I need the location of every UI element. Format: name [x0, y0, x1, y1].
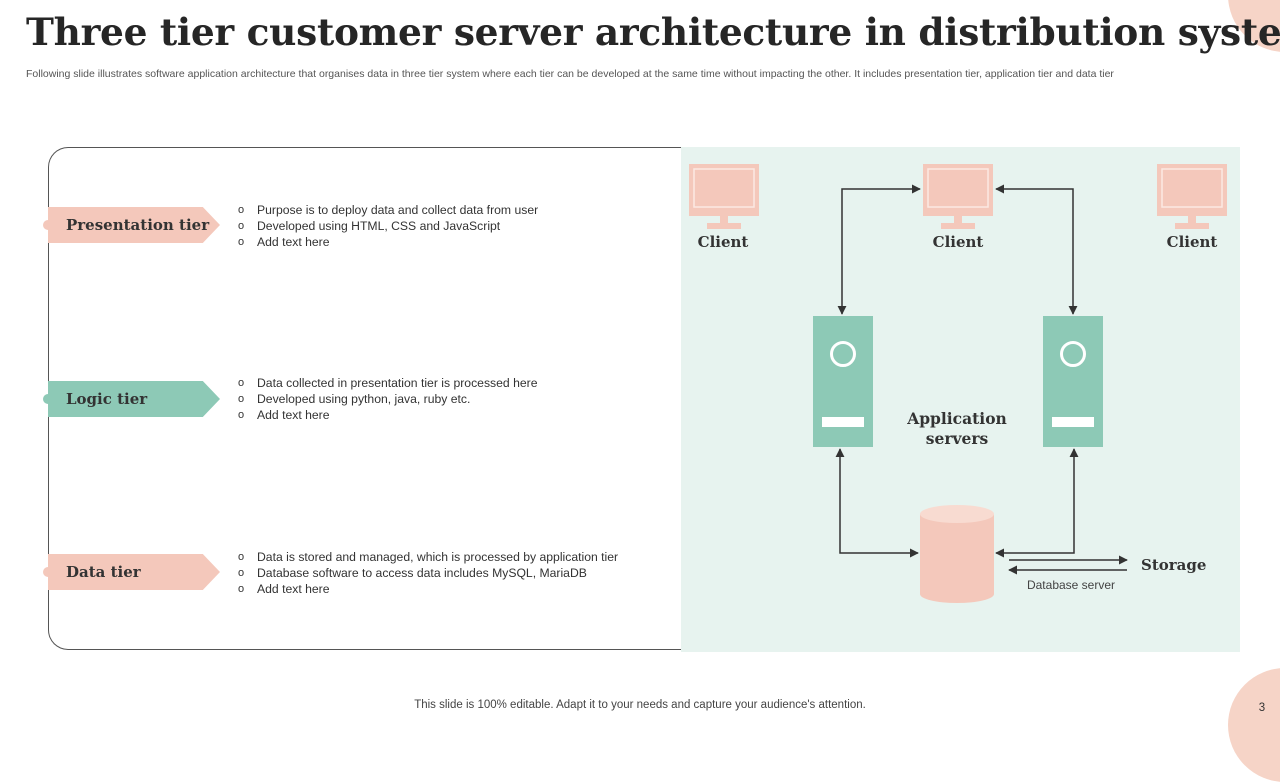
- bullet-item: Database software to access data include…: [238, 565, 618, 581]
- presentation-tier-arrow: Presentation tier: [48, 207, 220, 243]
- storage-label: Storage: [1141, 556, 1207, 574]
- presentation-tier-label: Presentation tier: [66, 216, 210, 234]
- application-servers-label: Application servers: [907, 409, 1007, 448]
- client-monitor-icon: [1157, 164, 1227, 229]
- bullet-item: Add text here: [238, 407, 537, 423]
- footer-note: This slide is 100% editable. Adapt it to…: [414, 699, 866, 711]
- database-server-label: Database server: [1026, 578, 1116, 592]
- application-server-icon: [1043, 316, 1103, 447]
- bullet-item: Developed using HTML, CSS and JavaScript: [238, 218, 538, 234]
- database-icon: [920, 505, 994, 603]
- application-server-icon: [813, 316, 873, 447]
- client-label: Client: [697, 233, 749, 251]
- page-number: 3: [1258, 702, 1266, 714]
- presentation-tier-bullets: Purpose is to deploy data and collect da…: [238, 202, 538, 250]
- slide-subtitle: Following slide illustrates software app…: [26, 68, 1114, 80]
- client-monitor-icon: [689, 164, 759, 229]
- bullet-item: Data is stored and managed, which is pro…: [238, 549, 618, 565]
- logic-tier-bullets: Data collected in presentation tier is p…: [238, 375, 537, 423]
- corner-decoration-bottom: [1228, 668, 1280, 782]
- data-tier-arrow: Data tier: [48, 554, 220, 590]
- bullet-item: Add text here: [238, 581, 618, 597]
- client-monitor-icon: [923, 164, 993, 229]
- logic-tier-arrow: Logic tier: [48, 381, 220, 417]
- bullet-item: Data collected in presentation tier is p…: [238, 375, 537, 391]
- bullet-item: Developed using python, java, ruby etc.: [238, 391, 537, 407]
- client-label: Client: [1166, 233, 1218, 251]
- data-tier-label: Data tier: [66, 563, 141, 581]
- logic-tier-label: Logic tier: [66, 390, 148, 408]
- slide-title: Three tier customer server architecture …: [26, 10, 1280, 54]
- client-label: Client: [932, 233, 984, 251]
- bullet-item: Add text here: [238, 234, 538, 250]
- bullet-item: Purpose is to deploy data and collect da…: [238, 202, 538, 218]
- data-tier-bullets: Data is stored and managed, which is pro…: [238, 549, 618, 597]
